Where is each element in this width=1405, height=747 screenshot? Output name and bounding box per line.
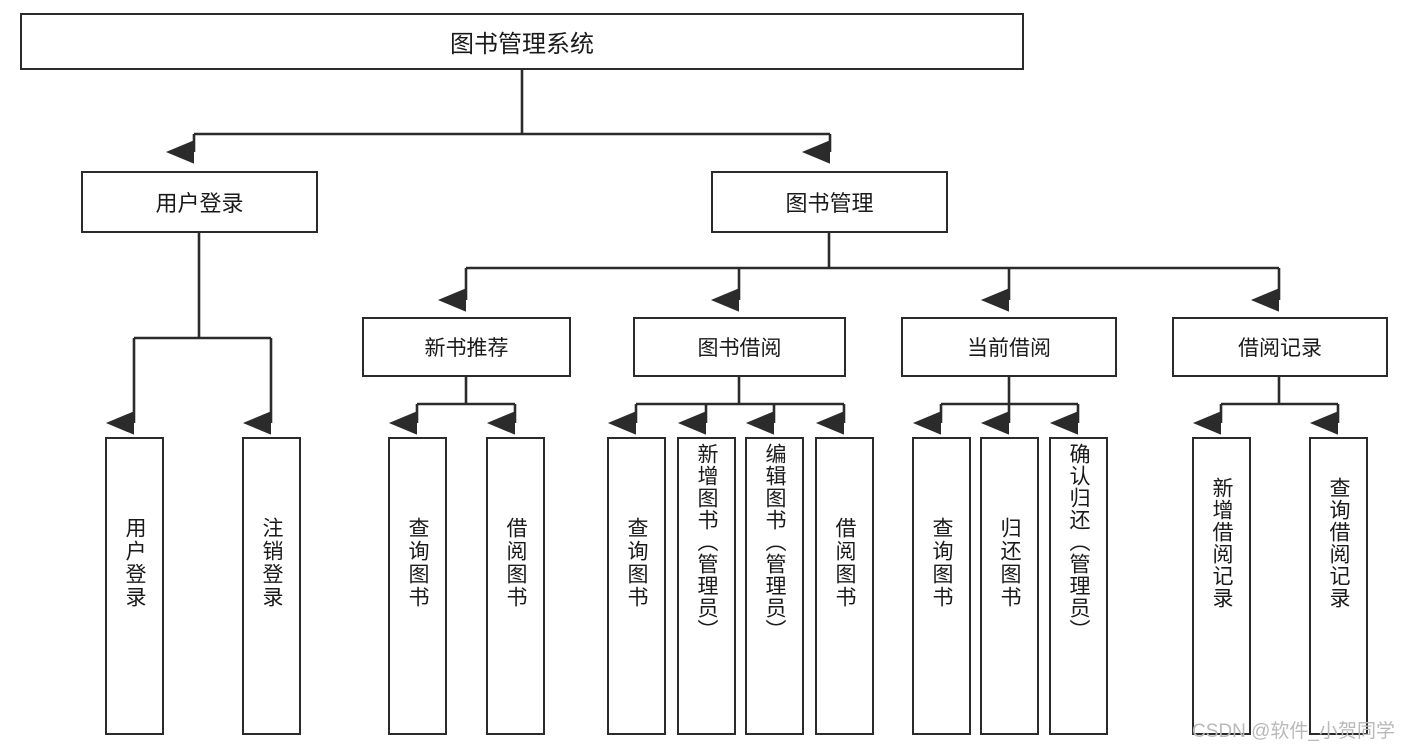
node-user-login[interactable]: 用户登录 (81, 171, 318, 233)
node-label: 新增借阅记录 (1210, 477, 1233, 609)
leaf-add-borrow-record[interactable]: 新增借阅记录 (1192, 437, 1251, 735)
node-label: 图书管理系统 (450, 31, 594, 58)
leaf-query-borrow-record[interactable]: 查询借阅记录 (1309, 437, 1368, 735)
node-label: 借阅图书 (504, 517, 527, 609)
node-label: 图书管理 (785, 191, 874, 216)
node-root-system[interactable]: 图书管理系统 (20, 13, 1024, 70)
leaf-user-login[interactable]: 用户登录 (105, 437, 164, 735)
node-label: 新书推荐 (424, 337, 509, 360)
leaf-confirm-return-admin[interactable]: 确认归还（管理员） (1049, 437, 1108, 735)
leaf-add-book-admin[interactable]: 新增图书（管理员） (677, 437, 736, 735)
leaf-query-books-current[interactable]: 查询图书 (912, 437, 971, 735)
leaf-borrow-books-recommend[interactable]: 借阅图书 (486, 437, 545, 735)
node-label: 查询图书 (406, 517, 429, 609)
node-current-borrow[interactable]: 当前借阅 (901, 317, 1117, 377)
leaf-logout[interactable]: 注销登录 (242, 437, 301, 735)
node-label: 新增图书（管理员） (695, 443, 718, 641)
node-label: 借阅记录 (1238, 337, 1322, 360)
node-label: 用户登录 (123, 517, 146, 609)
node-label: 图书借阅 (697, 337, 782, 360)
leaf-edit-book-admin[interactable]: 编辑图书（管理员） (745, 437, 804, 735)
node-label: 查询借阅记录 (1327, 477, 1350, 609)
node-new-book-recommend[interactable]: 新书推荐 (362, 317, 571, 377)
leaf-query-books-recommend[interactable]: 查询图书 (388, 437, 447, 735)
node-book-management[interactable]: 图书管理 (711, 171, 948, 233)
node-label: 注销登录 (260, 517, 283, 609)
node-label: 查询图书 (625, 517, 648, 609)
node-label: 借阅图书 (833, 517, 856, 609)
node-label: 用户登录 (155, 191, 244, 216)
node-label: 确认归还（管理员） (1067, 443, 1090, 641)
leaf-return-books[interactable]: 归还图书 (980, 437, 1039, 735)
leaf-query-books-borrow[interactable]: 查询图书 (607, 437, 666, 735)
node-label: 归还图书 (998, 517, 1021, 609)
leaf-borrow-books[interactable]: 借阅图书 (815, 437, 874, 735)
node-label: 查询图书 (930, 517, 953, 609)
node-label: 编辑图书（管理员） (763, 443, 786, 641)
node-book-borrow[interactable]: 图书借阅 (633, 317, 846, 377)
watermark-text: CSDN @软件_小贺同学 (1192, 721, 1395, 742)
node-label: 当前借阅 (967, 337, 1051, 360)
node-borrow-records[interactable]: 借阅记录 (1172, 317, 1388, 377)
